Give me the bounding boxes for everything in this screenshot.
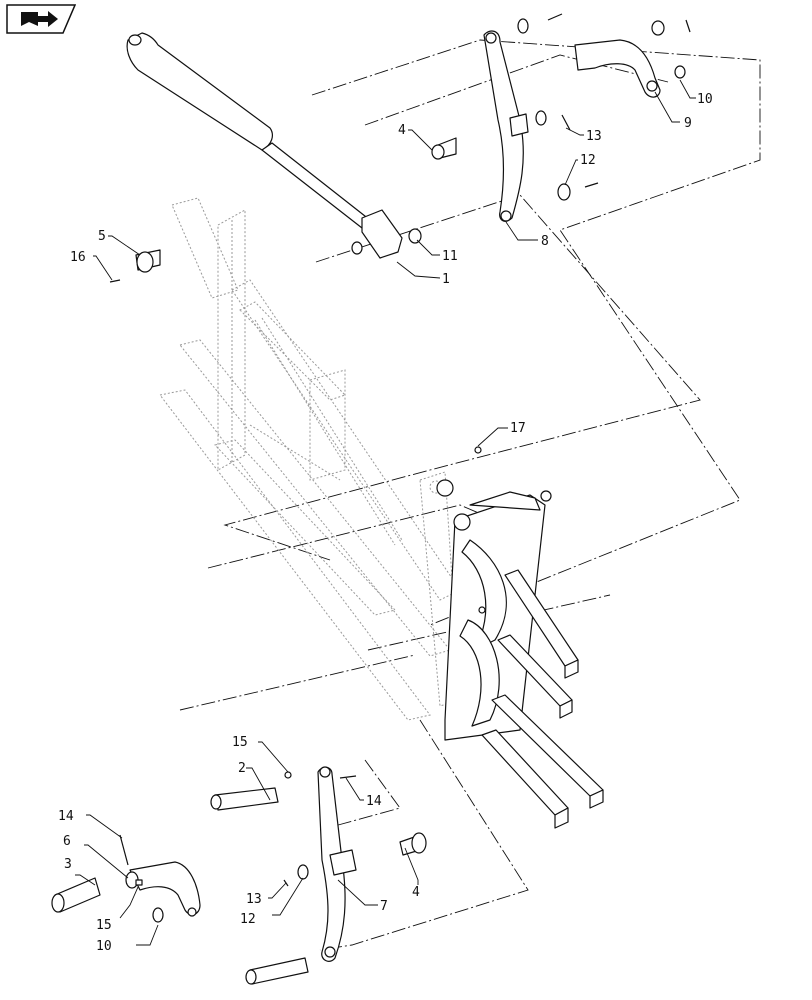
nav-badge-button[interactable] [6,4,76,34]
upper-bell-crank [574,39,661,98]
callout-4-lower: 4 [412,885,420,900]
callout-labels: 1 2 3 4 4 5 6 7 8 9 10 10 11 12 12 13 13… [58,92,713,954]
callout-8: 8 [541,234,549,249]
callout-6: 6 [63,834,71,849]
lower-bell-crank [125,861,201,917]
callout-17: 17 [510,421,526,436]
tine-frame [436,479,604,829]
callout-1: 1 [442,272,450,287]
callout-14-lower: 14 [366,794,382,809]
callout-12-upper: 12 [580,153,596,168]
callout-14-upper: 14 [58,809,74,824]
upper-hardware [109,13,691,454]
callout-10-upper: 10 [697,92,713,107]
callout-13-upper: 13 [586,129,602,144]
upper-link-arm [483,30,529,222]
hydraulic-cylinder [126,32,422,259]
assembly-boundaries [179,39,761,951]
callout-12-lower: 12 [240,912,256,927]
callout-13-lower: 13 [246,892,262,907]
callout-10-lower: 10 [96,939,112,954]
lower-link-arm [317,766,357,962]
callout-5: 5 [98,229,106,244]
callout-11: 11 [442,249,458,264]
callout-15-upper: 15 [232,735,248,750]
callout-4-upper: 4 [398,123,406,138]
callout-2: 2 [238,761,246,776]
callout-3: 3 [64,857,72,872]
callout-7: 7 [380,899,388,914]
callout-15-lower: 15 [96,918,112,933]
callout-9: 9 [684,116,692,131]
callout-16: 16 [70,250,86,265]
leader-lines [75,79,696,946]
bookmark-arrow-icon [21,11,58,27]
lower-hardware [51,771,427,985]
frame-phantom [159,197,461,721]
